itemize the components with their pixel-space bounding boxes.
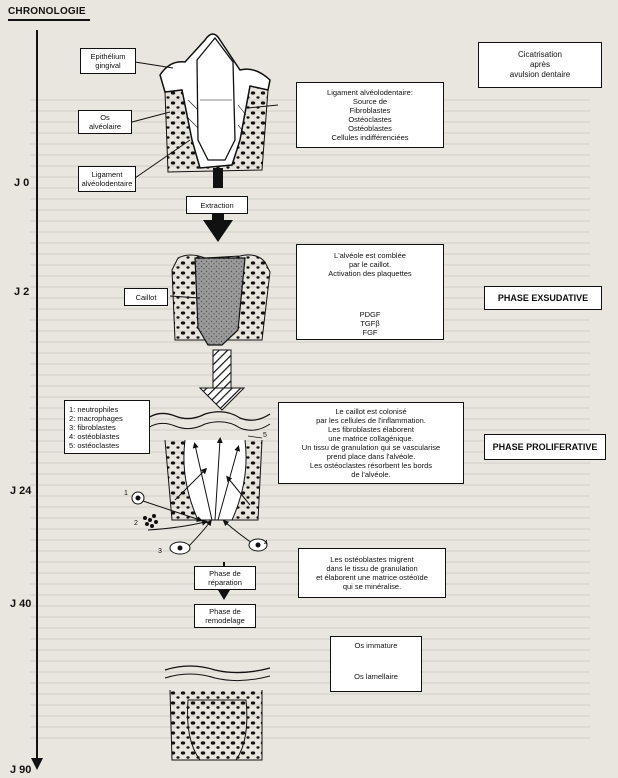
label-phase-reparation: Phase de réparation (194, 566, 256, 590)
label-phase-remodelage: Phase de remodelage (194, 604, 256, 628)
timeline-arrowhead (31, 758, 43, 770)
info-os-maturation: Os immature Os lamellaire (330, 636, 422, 692)
timeline-axis (36, 30, 38, 765)
label-caillot: Caillot (124, 288, 168, 306)
clot-socket-drawing (171, 254, 271, 346)
day-label-j40: J 40 (10, 598, 32, 610)
day-label-j2: J 2 (14, 286, 30, 298)
cell-number-1: 1 (124, 490, 128, 497)
cell-legend: 1: neutrophiles 2: macrophages 3: fibrob… (64, 400, 150, 454)
day-label-j90: J 90 (10, 764, 32, 776)
label-os-alveolaire: Os alvéolaire (78, 110, 132, 134)
granulation-socket-drawing (131, 411, 271, 555)
phase-proliferative: PHASE PROLIFERATIVE (484, 434, 606, 460)
day-label-j0: J 0 (14, 177, 30, 189)
cell-number-4: 4 (264, 540, 268, 547)
info-alveole-caillot: L'alvéole est comblée par le caillot. Ac… (296, 244, 444, 340)
label-epithelium: Epithélium gingival (80, 48, 136, 74)
label-extraction: Extraction (186, 196, 248, 214)
cell-number-2: 2 (134, 520, 138, 527)
cell-number-3: 3 (158, 548, 162, 555)
day-label-j24: J 24 (10, 485, 32, 497)
lamellar-bone-drawing (164, 665, 271, 761)
info-caillot-colonise: Le caillot est colonisé par les cellules… (278, 402, 464, 484)
label-ligament: Ligament alvéolodentaire (78, 166, 136, 192)
phase-exsudative: PHASE EXSUDATIVE (484, 286, 602, 310)
title-cicatrisation: Cicatrisation après avulsion dentaire (478, 42, 602, 88)
page-title: CHRONOLOGIE (8, 6, 90, 21)
info-osteoblastes: Les ostéoblastes migrent dans le tissu d… (298, 548, 446, 598)
cell-number-5: 5 (263, 432, 267, 439)
info-ligament-source: Ligament alvéolodentaire: Source de Fibr… (296, 82, 444, 148)
tooth-socket-drawing (159, 33, 271, 173)
